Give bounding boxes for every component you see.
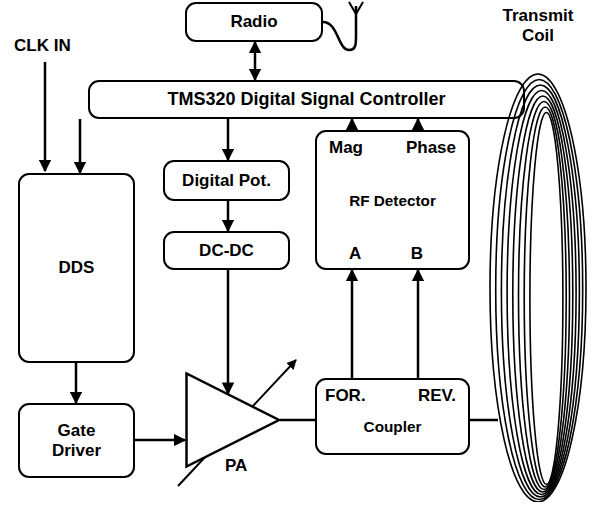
dds-box: DDS [18,173,135,363]
signal-connector [227,201,230,231]
node-text: TMS320 Digital Signal Controller [167,89,445,110]
node-text: DC-DC [199,241,254,261]
node-text: B [411,244,423,264]
radio-box: Radio [185,2,323,42]
node-text: Transmit Coil [497,6,579,45]
node-text: DDS [59,258,95,278]
signal-connector [351,270,354,378]
power-amplifier: PA [185,372,280,468]
dc-dc-box: DC-DC [163,231,290,270]
node-text: Coupler [317,418,468,436]
signal-connector [417,119,420,130]
node-text: Phase [406,138,456,158]
signal-connector [79,119,82,173]
gate-driver-box: Gate Driver [18,403,135,478]
coil-windings [484,2,592,502]
controller-box: TMS320 Digital Signal Controller [88,80,525,119]
signal-connector [470,419,484,422]
node-text: Radio [230,12,277,32]
signal-connector [75,363,78,403]
node-text: Mag [329,138,363,158]
node-text: FOR. [325,386,366,406]
node-text: A [349,244,361,264]
signal-connector [254,42,257,80]
node-text: Digital Pot. [182,171,271,191]
node-text: PA [225,456,247,476]
signal-connector [227,119,230,160]
rf-detector-box: Mag Phase RF DetectorA B [315,130,470,270]
signal-connector [280,419,315,422]
transmit-coil: Transmit Coil [484,2,592,502]
coupler-box: FOR. REV. Coupler [315,378,470,455]
clock-wire [44,62,47,171]
node-text: REV. [418,386,456,406]
signal-connector [417,270,420,378]
signal-connector [227,270,230,394]
variable-gain-arrow [178,360,296,486]
antenna-symbol [349,2,363,14]
signal-connector [351,119,354,130]
amplifier-triangle [185,372,280,468]
signal-label: CLK IN [14,36,71,56]
antenna-symbol [323,6,356,50]
signal-connector [135,439,185,442]
digital-pot-box: Digital Pot. [163,160,290,201]
node-text: Gate Driver [42,421,112,460]
node-text: RF Detector [317,192,468,210]
